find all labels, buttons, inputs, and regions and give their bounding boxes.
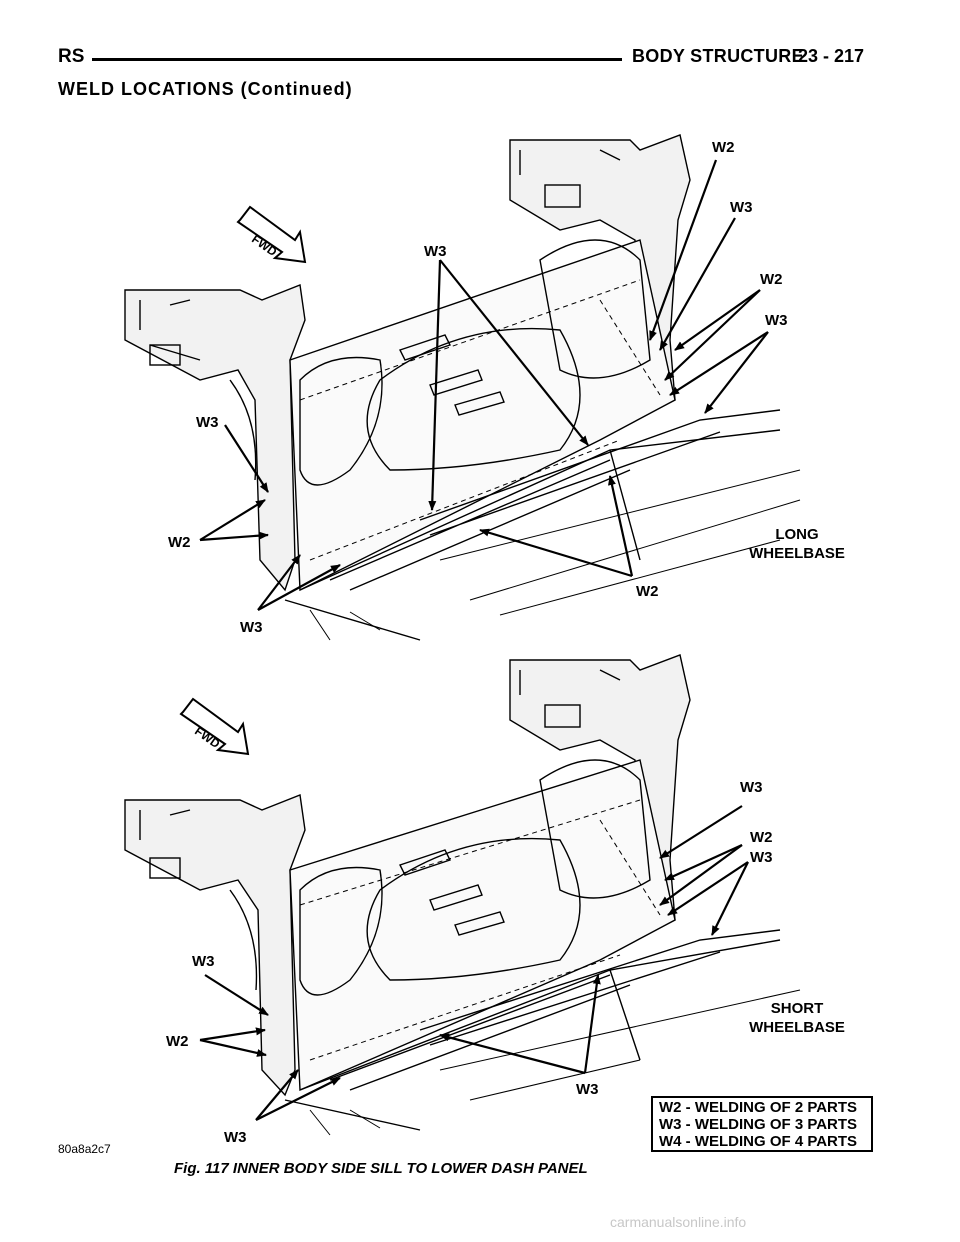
callout-label: W3 — [196, 414, 219, 431]
callout-label: W3 — [740, 779, 763, 796]
long-label-line1: LONG — [775, 526, 818, 543]
callout-label: W2 — [168, 534, 191, 551]
callout-label: W2 — [636, 583, 659, 600]
short-label-line2: WHEELBASE — [749, 1019, 845, 1036]
bottom-callout-labels: W3 W2 W3 W3 W2 W3 W3 — [166, 779, 773, 1146]
callout-label: W3 — [240, 619, 263, 636]
callout-label: W3 — [224, 1129, 247, 1146]
footer-watermark: carmanualsonline.info — [610, 1214, 747, 1230]
legend-item: W3 - WELDING OF 3 PARTS — [659, 1116, 858, 1133]
callout-label: W3 — [750, 849, 773, 866]
figure-image-id: 80a8a2c7 — [58, 1142, 111, 1156]
legend-item: W4 - WELDING OF 4 PARTS — [659, 1133, 858, 1150]
long-label-line2: WHEELBASE — [749, 545, 845, 562]
weld-legend: W2 - WELDING OF 2 PARTS W3 - WELDING OF … — [651, 1096, 873, 1152]
callout-label: W3 — [765, 312, 788, 329]
short-wheelbase-assembly — [124, 654, 801, 1136]
section-title: WELD LOCATIONS (Continued) — [58, 79, 353, 99]
callout-label: W2 — [760, 271, 783, 288]
callout-label: W3 — [424, 243, 447, 260]
callout-label: W2 — [166, 1033, 189, 1050]
short-label-line1: SHORT — [771, 1000, 824, 1017]
header-section: RS — [58, 46, 85, 67]
header-rule — [92, 58, 622, 61]
long-wheelbase-assembly — [124, 134, 801, 641]
bottom-leader-lines — [199, 805, 749, 1121]
legend-item: W2 - WELDING OF 2 PARTS — [659, 1099, 858, 1116]
callout-label: W3 — [576, 1081, 599, 1098]
callout-label: W2 — [712, 139, 735, 156]
callout-label: W2 — [750, 829, 773, 846]
callout-label: W3 — [730, 199, 753, 216]
callout-label: W3 — [192, 953, 215, 970]
figure-caption: Fig. 117 INNER BODY SIDE SILL TO LOWER D… — [174, 1160, 588, 1177]
top-leader-lines — [199, 159, 769, 611]
top-callout-labels: W2 W3 W2 W3 W3 W3 W2 W3 W2 — [168, 139, 788, 636]
header-title: BODY STRUCTURE — [632, 46, 804, 66]
page-number: 23 - 217 — [798, 46, 865, 66]
